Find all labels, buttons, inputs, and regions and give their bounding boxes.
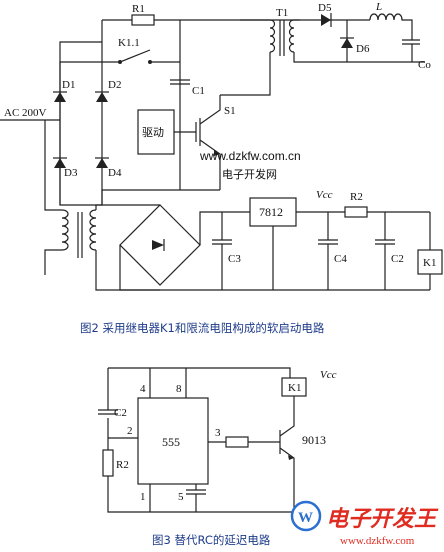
figure-3-delay-circuit [98, 367, 307, 513]
diode-d6 [341, 38, 353, 48]
watermark-name: 电子开发网 [222, 167, 277, 181]
label-r2: R2 [350, 191, 363, 203]
regulator-7812 [249, 197, 297, 227]
label-s1: S1 [224, 105, 236, 117]
figure-3-caption: 图3 替代RC的延迟电路 [152, 533, 271, 547]
label-ac: AC 200V [4, 107, 47, 119]
resistor-base [225, 436, 249, 448]
label-d6: D6 [356, 43, 370, 55]
label-drive: 驱动 [142, 126, 164, 139]
label-c4: C4 [334, 253, 347, 265]
diode-d1 [54, 92, 66, 102]
figure-2-soft-start-circuit [0, 13, 443, 291]
diode-d2 [96, 92, 108, 102]
label-r2-fig3: R2 [116, 459, 129, 471]
label-vcc: Vcc [316, 189, 333, 201]
label-c2: C2 [391, 253, 404, 265]
pin-4: 4 [140, 383, 146, 395]
diode-d3 [54, 158, 66, 168]
label-9013: 9013 [302, 433, 326, 447]
resistor-r1 [131, 14, 155, 26]
diode-d4 [96, 158, 108, 168]
resistor-r2 [344, 206, 368, 218]
figure-2-caption: 图2 采用继电器K1和限流电阻构成的软启动电路 [80, 321, 325, 335]
logo-mark [290, 500, 322, 532]
resistor-r2-fig3 [102, 449, 114, 477]
label-k1: K1 [423, 257, 436, 269]
bridge-rectifier [119, 204, 201, 286]
pin-5: 5 [178, 491, 184, 503]
logo-w: W [298, 510, 313, 526]
site-logo: W 电子开发王 www.dzkfw.com [290, 500, 439, 547]
label-r1: R1 [132, 3, 145, 15]
logo-url: www.dzkfw.com [340, 535, 415, 547]
pin-1: 1 [140, 491, 146, 503]
label-k11: K1.1 [118, 37, 140, 49]
label-c3: C3 [228, 253, 241, 265]
pin-8: 8 [176, 383, 182, 395]
label-d4: D4 [108, 167, 122, 179]
label-7812: 7812 [259, 205, 283, 219]
label-c1: C1 [192, 85, 205, 97]
label-vcc-fig3: Vcc [320, 369, 337, 381]
label-c2-fig3: C2 [114, 407, 127, 419]
pin-2: 2 [127, 425, 133, 437]
relay-coil-k1-fig3 [281, 377, 307, 397]
label-d5: D5 [318, 2, 332, 14]
label-d3: D3 [64, 167, 78, 179]
label-k1-fig3: K1 [288, 382, 301, 394]
logo-text: 电子开发王 [326, 506, 439, 531]
label-t1: T1 [276, 7, 288, 19]
relay-coil-k1 [417, 249, 443, 275]
pin-3: 3 [215, 427, 221, 439]
diode-d5 [321, 14, 331, 26]
chip-555 [137, 397, 209, 485]
label-555: 555 [162, 435, 180, 449]
label-l: L [375, 1, 382, 13]
label-co: Co [418, 59, 431, 71]
watermark-url: www.dzkfw.com.cn [199, 149, 301, 163]
label-d1: D1 [62, 79, 75, 91]
label-d2: D2 [108, 79, 121, 91]
